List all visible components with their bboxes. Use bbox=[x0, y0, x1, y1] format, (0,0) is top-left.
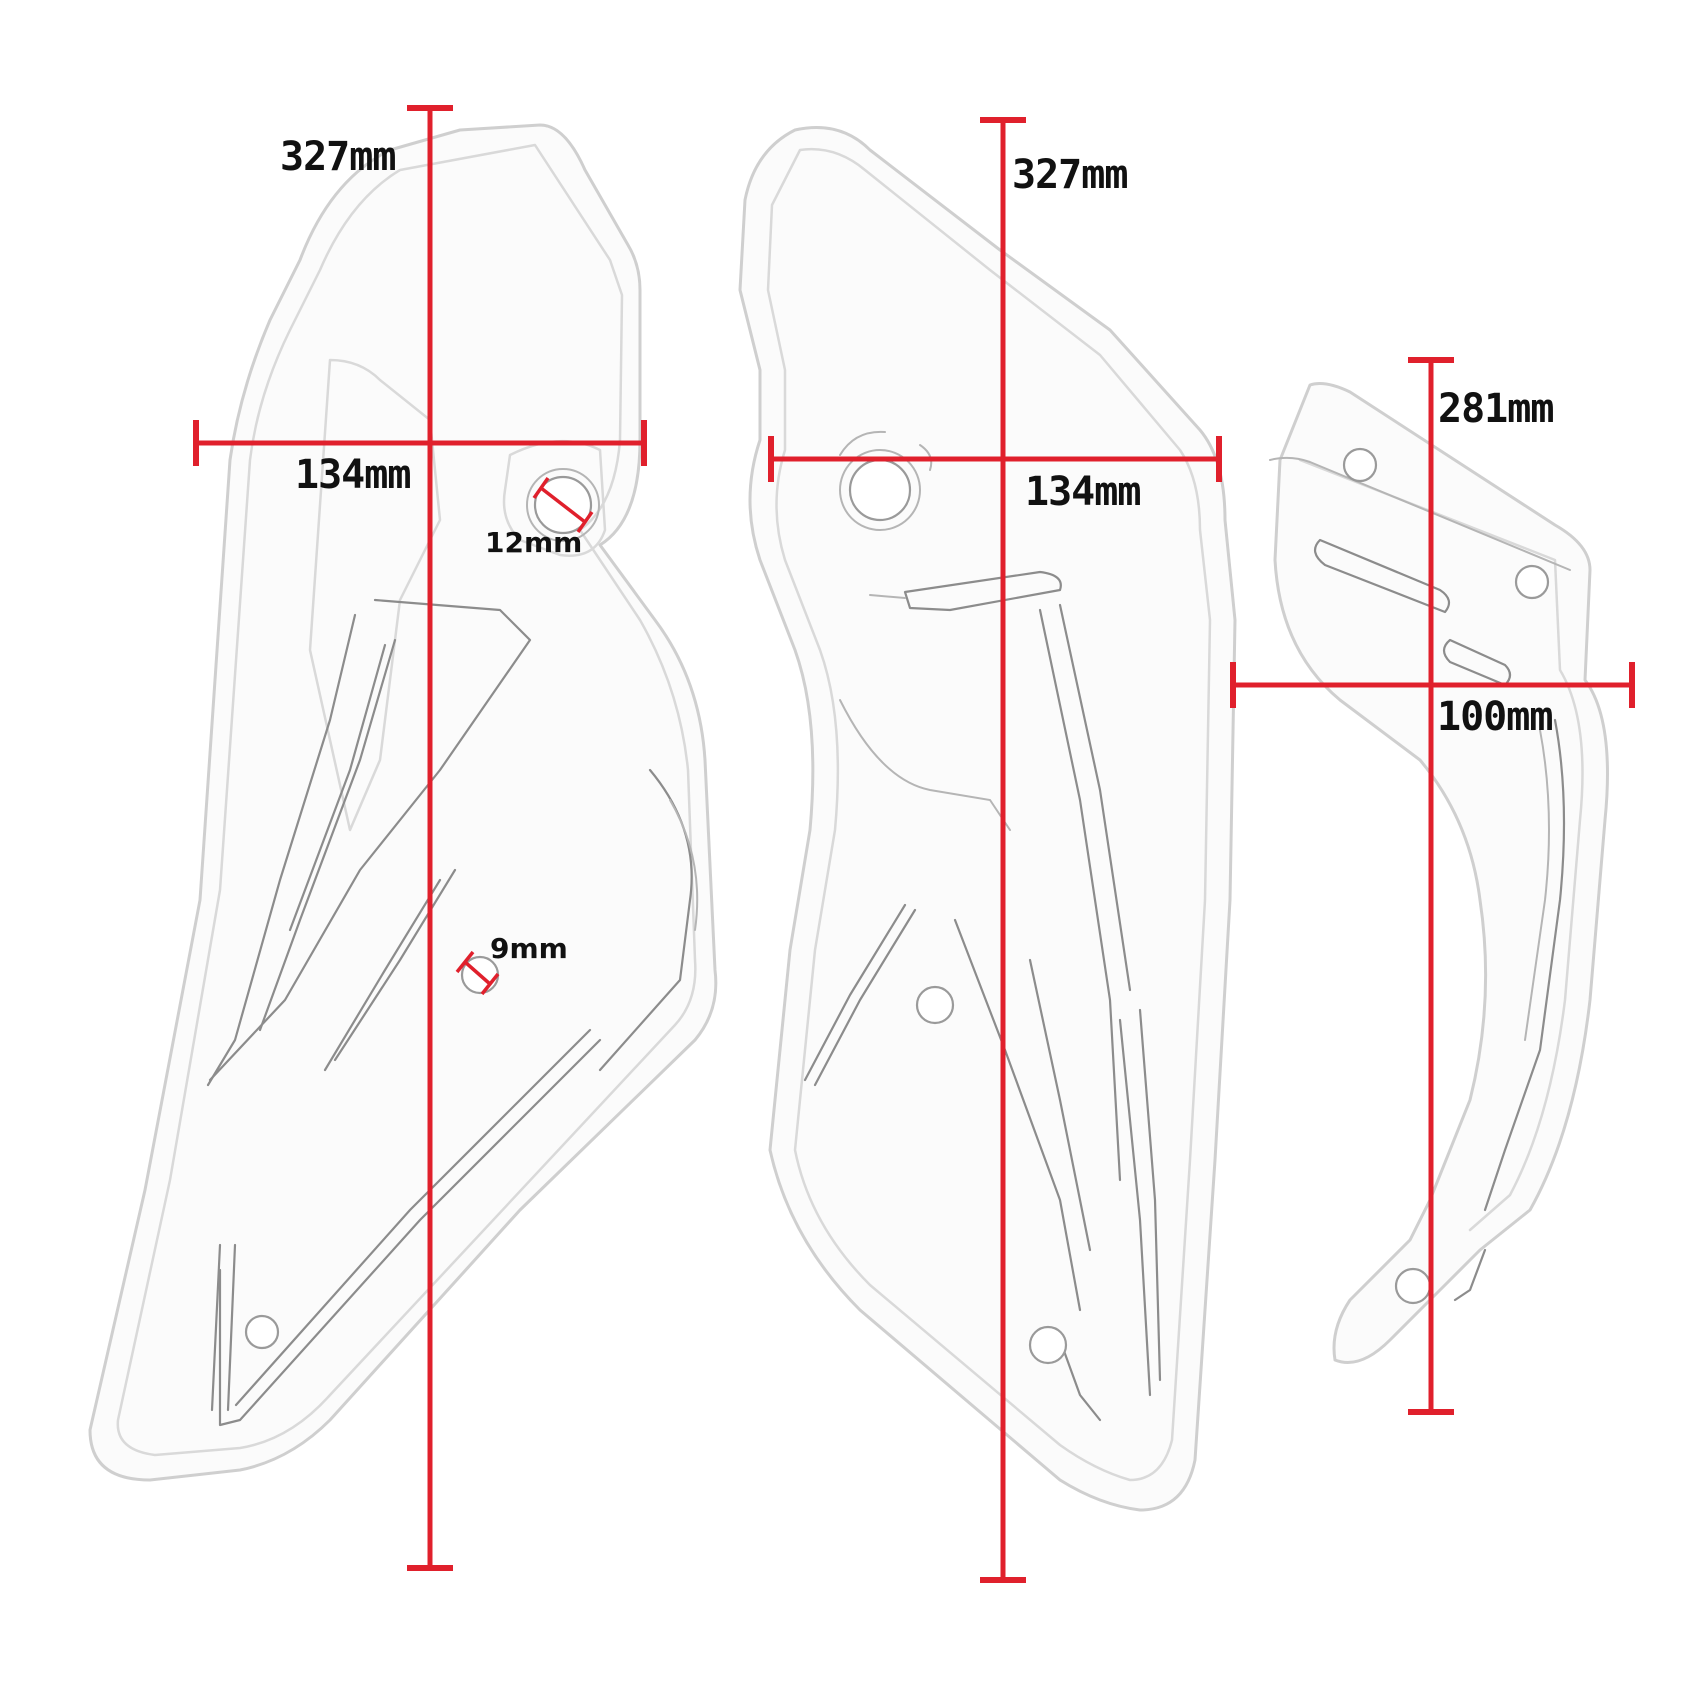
left-small-hole-label: 9mm bbox=[490, 932, 568, 965]
left-mount-hole-line bbox=[539, 486, 587, 524]
left-panel-small-hole bbox=[244, 1314, 280, 1350]
right-width-label: 100mm bbox=[1437, 694, 1552, 740]
center-panel-diagonal-rib-2 bbox=[803, 903, 907, 1082]
center-panel-inner-curve bbox=[839, 699, 1011, 831]
left-panel-edge-rib bbox=[598, 768, 693, 1072]
right-bracket-outline bbox=[1273, 382, 1609, 1364]
right-bracket-hole-bottom bbox=[1394, 1267, 1432, 1305]
left-mount-hole-label: 12mm bbox=[485, 526, 582, 559]
center-panel-small-hole-2 bbox=[1028, 1325, 1068, 1365]
right-bracket-hole-top bbox=[1342, 447, 1378, 483]
center-panel-diagonal-rib-3 bbox=[953, 918, 1082, 1312]
left-panel-groove-3 bbox=[333, 868, 457, 1062]
left-mount-hole-cap-1 bbox=[532, 476, 550, 500]
left-panel-groove-1 bbox=[258, 638, 397, 1032]
left-panel-edge-rib-2 bbox=[669, 799, 699, 931]
right-bracket-hole-right bbox=[1514, 564, 1550, 600]
left-panel-lower-rib-4 bbox=[210, 1243, 222, 1412]
left-panel-groove-4 bbox=[323, 878, 442, 1072]
left-small-hole-cap-1 bbox=[455, 950, 475, 974]
left-panel-lower-rib-2 bbox=[234, 1028, 592, 1407]
right-bracket-top-edge bbox=[1269, 456, 1571, 571]
left-panel-rib-inner bbox=[206, 613, 357, 1087]
left-panel-groove-2 bbox=[288, 643, 387, 932]
center-panel-diagonal-rib-4 bbox=[1028, 958, 1092, 1252]
center-panel-mount-ring bbox=[839, 449, 921, 531]
center-panel-outline bbox=[738, 126, 1237, 1512]
right-bracket-slot-1 bbox=[1313, 538, 1451, 614]
center-panel-small-hole-1 bbox=[915, 985, 955, 1025]
left-side-panel bbox=[88, 123, 718, 1482]
left-small-hole-line bbox=[463, 960, 492, 986]
center-panel-vertical-rib-4 bbox=[1118, 1018, 1152, 1397]
left-panel-upper-window bbox=[308, 358, 442, 832]
center-panel-diagonal-rib-1 bbox=[813, 908, 917, 1087]
right-bracket-arm-rib-1 bbox=[1483, 718, 1566, 1212]
left-mount-hole-cap-2 bbox=[576, 510, 594, 534]
left-width-label: 134mm bbox=[295, 452, 410, 498]
center-panel-slot-tail bbox=[869, 594, 906, 599]
center-side-panel bbox=[738, 126, 1237, 1512]
left-panel-lower-rib bbox=[218, 1038, 602, 1427]
center-panel-lower-rib bbox=[1058, 1338, 1102, 1422]
right-bracket-arm-rib-2 bbox=[1524, 729, 1550, 1041]
left-panel-outline bbox=[88, 123, 718, 1482]
left-height-label: 327mm bbox=[280, 134, 395, 180]
right-bracket-panel bbox=[1269, 382, 1609, 1364]
center-panel-mount-hole bbox=[848, 458, 912, 522]
center-panel-rim bbox=[766, 148, 1212, 1482]
left-panel-mount-ring bbox=[526, 468, 600, 542]
right-bracket-rim bbox=[1298, 458, 1584, 1232]
right-bracket-foot-rib bbox=[1453, 1248, 1487, 1302]
center-panel-slot bbox=[903, 570, 1062, 612]
center-panel-vertical-rib-2 bbox=[1058, 603, 1132, 992]
left-panel-rim bbox=[116, 143, 697, 1457]
left-panel-lower-rib-3 bbox=[226, 1243, 237, 1412]
center-panel-vertical-rib-1 bbox=[1038, 608, 1122, 1182]
center-height-label: 327mm bbox=[1012, 152, 1127, 198]
center-panel-mount-bevel bbox=[839, 430, 933, 471]
center-width-label: 134mm bbox=[1025, 469, 1140, 515]
right-height-label: 281mm bbox=[1438, 386, 1553, 432]
left-panel-rib-outer bbox=[208, 598, 532, 1082]
center-panel-vertical-rib-3 bbox=[1138, 1008, 1162, 1382]
dimension-markup: 327mm 134mm 12mm 9mm 327mm 134mm 281mm 1… bbox=[193, 105, 1635, 1583]
left-small-hole-cap-2 bbox=[480, 972, 500, 996]
